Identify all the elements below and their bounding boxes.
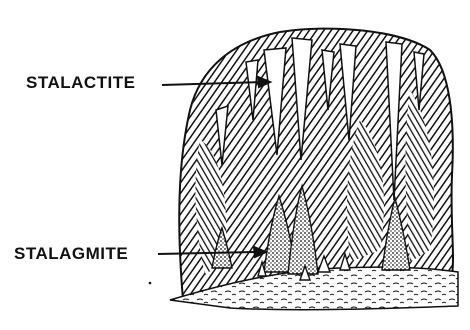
stalagmite-label: STALAGMITE [14, 244, 128, 264]
stalactite-label: STALACTITE [26, 73, 136, 93]
